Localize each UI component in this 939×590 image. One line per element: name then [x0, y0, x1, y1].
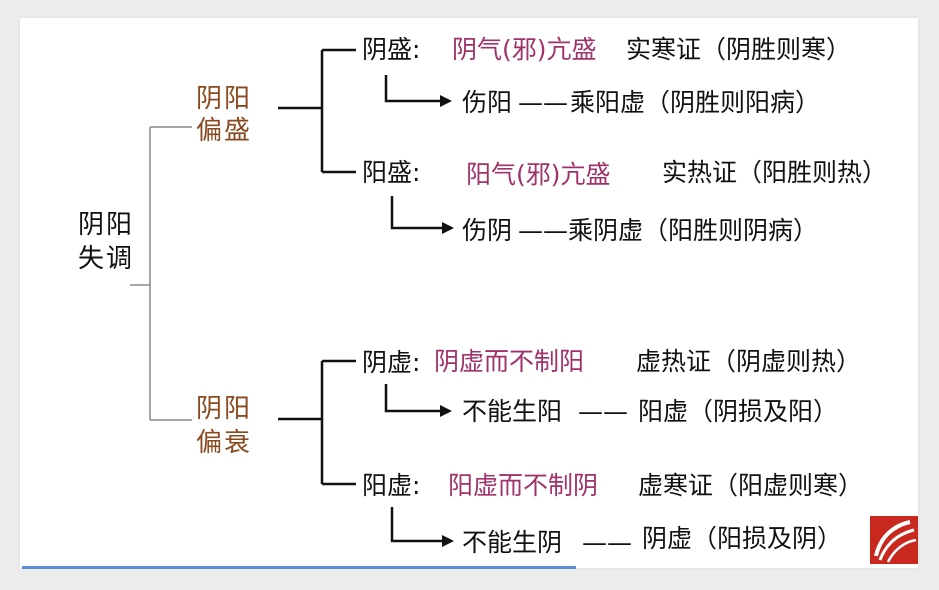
yang-excess-sub-b: 乘阴虚（阳胜则阴病） — [568, 216, 819, 245]
yang-deficiency-label: 阳虚: — [362, 471, 421, 500]
chaoxing-logo-icon — [870, 516, 918, 564]
yin-excess-sub-a: 伤阳 — [462, 88, 513, 117]
root-title-line1: 阴阳 — [78, 210, 135, 240]
yin-deficiency-sub-b: 阳虚（阴损及阳） — [638, 397, 839, 426]
yang-deficiency-dash: —— — [582, 528, 632, 557]
yang-excess-dash: —— — [518, 216, 568, 245]
yang-deficiency-sub-a: 不能生阴 — [462, 528, 563, 557]
diagram-card — [20, 18, 918, 568]
yang-excess-result: 实热证（阳胜则热） — [662, 158, 888, 187]
yang-deficiency-cause: 阳虚而不制阴 — [448, 471, 599, 500]
yin-deficiency-dash: —— — [578, 397, 628, 426]
yang-excess-cause: 阳气(邪)亢盛 — [466, 160, 611, 189]
progress-underline — [22, 566, 576, 569]
yin-excess-sub-b: 乘阳虚（阴胜则阳病） — [570, 88, 821, 117]
yin-deficiency-label: 阴虚: — [362, 348, 421, 377]
branch1-title-line1: 阴阳 — [196, 84, 253, 114]
yang-excess-sub-a: 伤阴 — [462, 216, 513, 245]
branch2-title-line1: 阴阳 — [196, 394, 253, 424]
yin-excess-cause: 阴气(邪)亢盛 — [452, 35, 597, 64]
branch1-title-line2: 偏盛 — [196, 116, 253, 146]
yin-deficiency-result: 虚热证（阴虚则热） — [636, 347, 862, 376]
yang-deficiency-result: 虚寒证（阳虚则寒） — [638, 471, 864, 500]
yin-excess-label: 阴盛: — [362, 35, 421, 64]
yin-excess-dash: —— — [518, 88, 568, 117]
yang-excess-label: 阳盛: — [362, 158, 421, 187]
root-title-line2: 失调 — [78, 244, 135, 274]
yang-deficiency-sub-b: 阴虚（阳损及阴） — [642, 524, 843, 553]
branch2-title-line2: 偏衰 — [196, 428, 253, 458]
yin-excess-result: 实寒证（阴胜则寒） — [626, 35, 852, 64]
yin-deficiency-sub-a: 不能生阳 — [462, 397, 563, 426]
yin-deficiency-cause: 阴虚而不制阳 — [434, 347, 585, 376]
